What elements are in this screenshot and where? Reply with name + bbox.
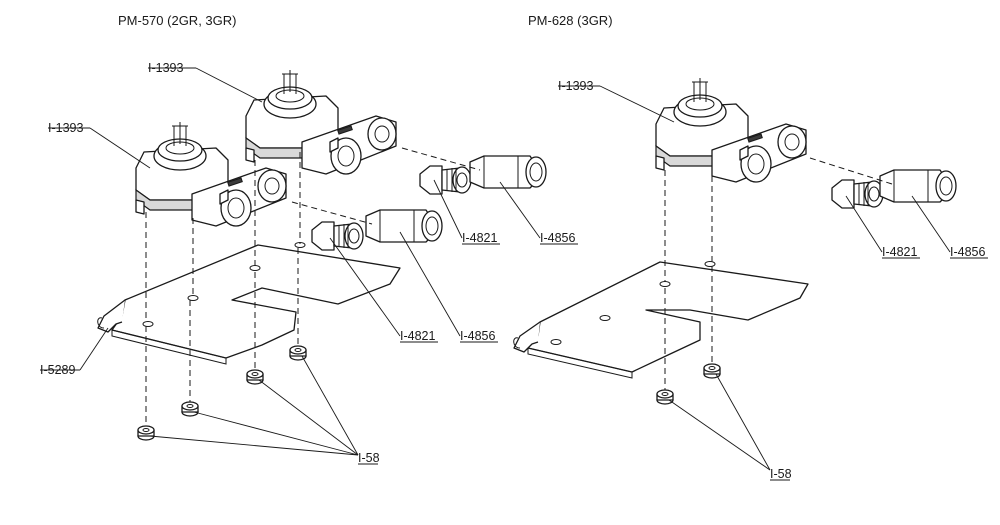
screw-4 xyxy=(289,345,307,361)
label-i4821-front: I-4821 xyxy=(400,329,435,343)
label-i1393-right: I-1393 xyxy=(558,79,593,93)
fitting-i4821-front xyxy=(311,221,364,251)
label-i1393-top: I-1393 xyxy=(148,61,183,75)
screw-right-2 xyxy=(703,363,721,379)
right-assembly: I-1393 I-4821 I-4856 I-58 xyxy=(513,77,988,481)
fitting-i4856-front xyxy=(365,209,443,243)
label-i58-right: I-58 xyxy=(770,467,792,481)
screw-3 xyxy=(246,369,264,385)
fitting-i4821-right xyxy=(831,179,884,209)
screw-right-1 xyxy=(656,389,674,405)
title-right: PM-628 (3GR) xyxy=(528,13,613,28)
valve-block-rear xyxy=(245,69,397,175)
bracket-plate xyxy=(97,242,401,365)
label-i4856-rear: I-4856 xyxy=(540,231,575,245)
fitting-i4821-rear xyxy=(419,165,472,195)
label-i1393-front: I-1393 xyxy=(48,121,83,135)
title-left: PM-570 (2GR, 3GR) xyxy=(118,13,236,28)
bracket-plate-right xyxy=(513,261,809,379)
label-i4821-rear: I-4821 xyxy=(462,231,497,245)
label-i58-left: I-58 xyxy=(358,451,380,465)
valve-block-right xyxy=(655,77,807,183)
label-i4821-right: I-4821 xyxy=(882,245,917,259)
screw-2 xyxy=(181,401,199,417)
label-i4856-front: I-4856 xyxy=(460,329,495,343)
screw-1 xyxy=(137,425,155,441)
fitting-i4856-right xyxy=(879,169,957,203)
label-i4856-right: I-4856 xyxy=(950,245,985,259)
fitting-i4856-rear xyxy=(469,155,547,189)
left-assembly: I-1393 I-1393 I-4821 I-4856 I-4821 I-485… xyxy=(40,61,578,465)
label-i5289: I-5289 xyxy=(40,363,75,377)
